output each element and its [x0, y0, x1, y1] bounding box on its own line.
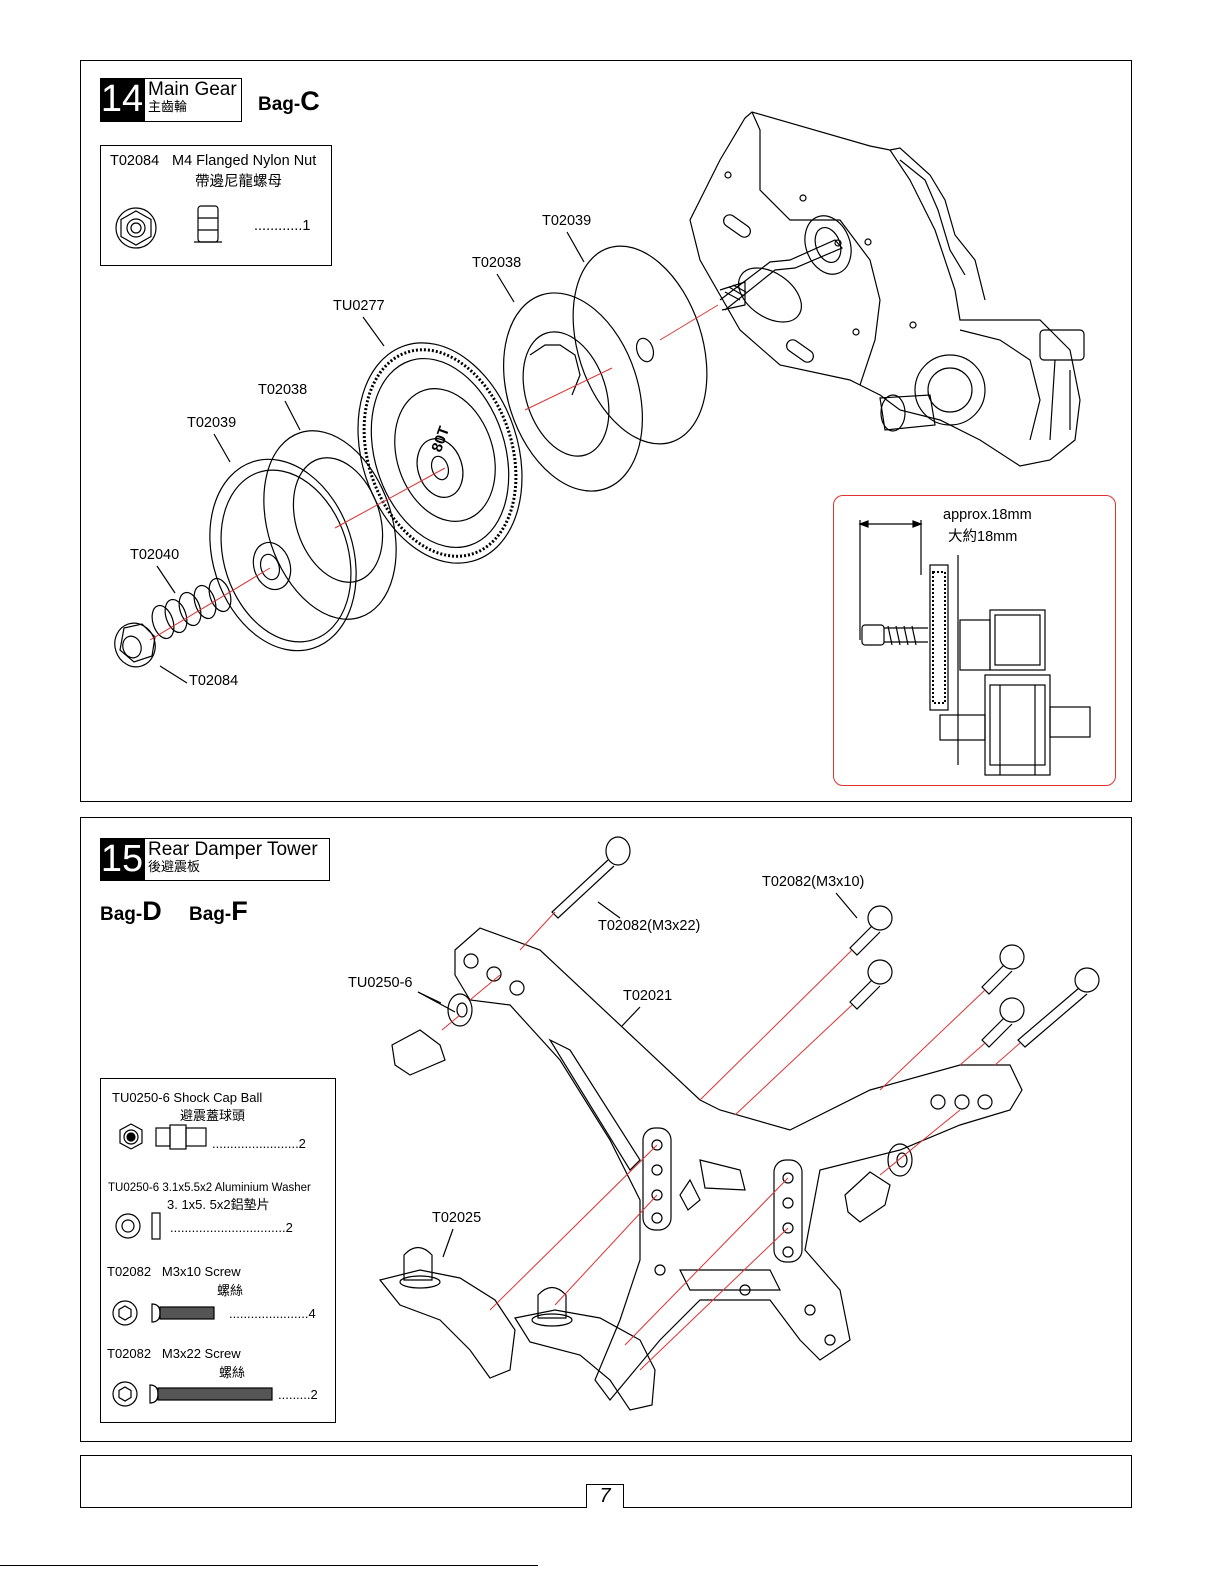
bag-prefix: Bag-	[189, 904, 232, 925]
bag-letter: F	[231, 896, 248, 926]
step-14-title-en: Main Gear	[148, 79, 237, 100]
part-m3x22-zh: 螺絲	[219, 1365, 246, 1380]
slipper-pad-right	[503, 292, 643, 492]
bag-prefix: Bag-	[258, 94, 301, 115]
parts-box-name: M4 Flanged Nylon Nut	[172, 153, 317, 169]
callout-t02039-right: T02039	[542, 213, 592, 229]
bag-letter: C	[300, 86, 320, 116]
nut-side-icon	[194, 205, 222, 243]
step-15-parts-box	[100, 1078, 336, 1423]
part-m3x22-qty: .........2	[278, 1387, 318, 1402]
parts-box-name-zh: 帶邊尼龍螺母	[195, 174, 282, 190]
page-number: 7	[599, 1485, 611, 1507]
parts-box-quantity: ............1	[254, 218, 311, 234]
callout-tu0277: TU0277	[333, 298, 385, 314]
gearbox-housing	[689, 111, 1085, 467]
part-m3x10-zh: 螺絲	[217, 1283, 244, 1298]
bag-prefix: Bag-	[100, 904, 143, 925]
part-washer-zh: 3. 1x5. 5x2鋁墊片	[167, 1197, 270, 1212]
inset-label-en: approx.18mm	[943, 507, 1032, 523]
parts-box-code: T02084	[110, 153, 160, 169]
nut-top-icon	[115, 207, 157, 249]
part-m3x22-name: T02082 M3x22 Screw	[107, 1346, 241, 1361]
bag-letter: D	[142, 896, 162, 926]
step-15-title-zh: 後避震板	[148, 859, 201, 874]
callout-t02038-right: T02038	[472, 255, 522, 271]
callout-tu0250-6: TU0250-6	[348, 975, 413, 991]
part-shock-cap-ball-qty: ........................2	[212, 1136, 306, 1151]
callout-t02021: T02021	[623, 988, 673, 1004]
callout-t02040: T02040	[130, 547, 180, 563]
step-15-frame	[80, 817, 1132, 1442]
part-washer-name: TU0250-6 3.1x5.5x2 Aluminium Washer	[108, 1182, 311, 1194]
part-washer-qty: ................................2	[170, 1220, 293, 1235]
inset-drawing	[858, 520, 1091, 776]
callout-t02082-m3x22: T02082(M3x22)	[598, 918, 701, 934]
step-14-parts-box	[100, 145, 332, 266]
inset-box	[833, 495, 1116, 786]
callout-t02025: T02025	[432, 1210, 482, 1226]
part-m3x10-name: T02082 M3x10 Screw	[107, 1264, 241, 1279]
step-14-illustration: 80T	[114, 111, 1091, 776]
step-14-bag: Bag-C	[258, 86, 320, 117]
slipper-pad-left	[263, 430, 397, 620]
step-14-frame	[80, 60, 1132, 802]
step-14-title: Main Gear 主齒輪	[144, 78, 242, 122]
step-15-number: 15	[100, 838, 144, 881]
inset-label-zh: 大約18mm	[948, 529, 1018, 545]
bottom-rule	[0, 1565, 538, 1566]
callout-t02082-m3x10: T02082(M3x10)	[762, 874, 865, 890]
step-15-title: Rear Damper Tower 後避震板	[144, 838, 330, 881]
part-shock-cap-ball-zh: 避震蓋球頭	[180, 1108, 246, 1123]
page-number-box	[586, 1484, 624, 1508]
gear-label: 80T	[428, 424, 453, 454]
spring	[151, 577, 232, 640]
step-15-bag-f: Bag-F	[189, 896, 248, 927]
callout-t02038-left: T02038	[258, 382, 308, 398]
callout-t02084: T02084	[189, 673, 239, 689]
callout-t02039-left: T02039	[187, 415, 237, 431]
part-shock-cap-ball-name: TU0250-6 Shock Cap Ball	[112, 1090, 263, 1105]
step-15-bag-d: Bag-D	[100, 896, 162, 927]
step-14-title-zh: 主齒輪	[148, 99, 188, 114]
part-m3x10-qty: ......................4	[229, 1306, 316, 1321]
slipper-plate-left	[209, 458, 357, 652]
step-15-title-en: Rear Damper Tower	[148, 839, 318, 860]
step-14-number: 14	[100, 78, 144, 122]
slipper-plate-right	[572, 245, 708, 445]
flanged-nut	[114, 622, 156, 668]
spur-gear	[357, 342, 523, 564]
